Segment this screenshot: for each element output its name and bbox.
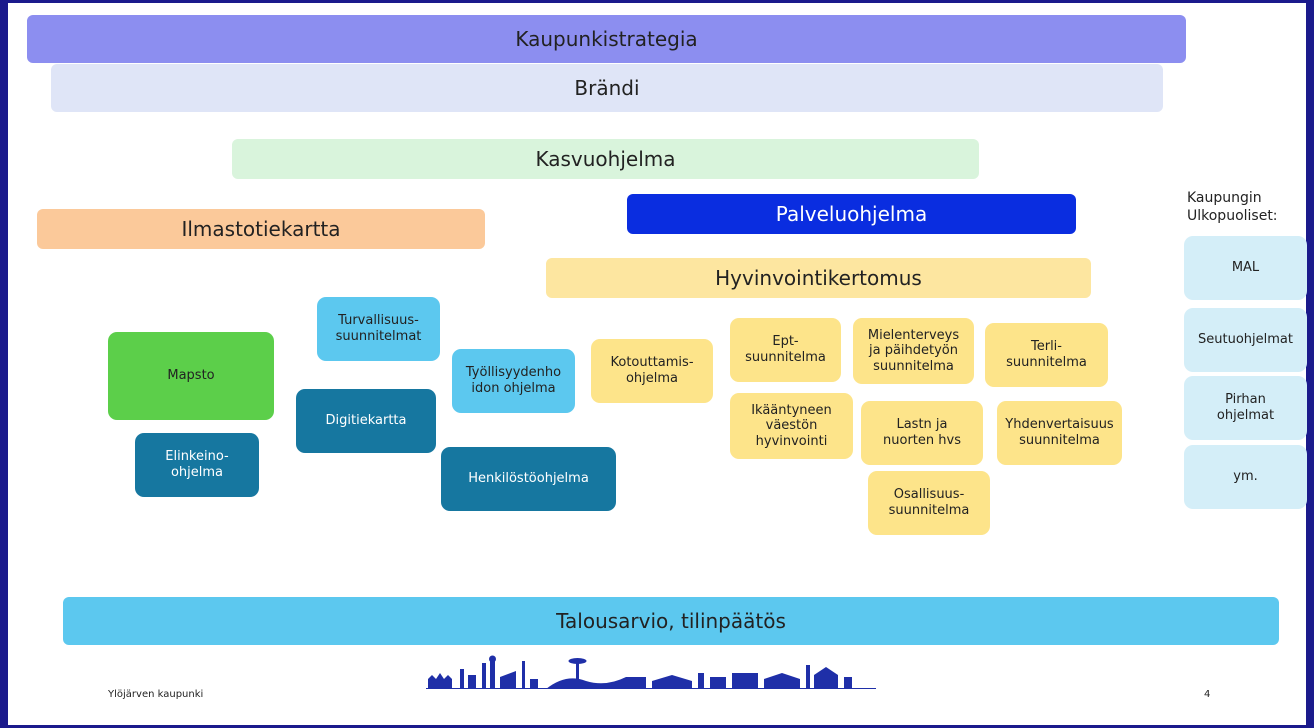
elinkeino-box: Elinkeino- ohjelma <box>135 433 259 497</box>
digitiekartta-box: Digitiekartta <box>296 389 436 453</box>
hyvinvointikertomus-banner: Hyvinvointikertomus <box>546 258 1091 298</box>
brandi-banner: Brändi <box>51 64 1163 112</box>
tyollisyys-box: Työllisyydenho idon ohjelma <box>452 349 575 413</box>
talousarvio-banner: Talousarvio, tilinpäätös <box>63 597 1279 645</box>
talousarvio-label: Talousarvio, tilinpäätös <box>556 609 786 633</box>
turvallisuus-label: Turvallisuus- suunnitelmat <box>335 313 422 344</box>
kaupunkistrategia-banner: Kaupunkistrategia <box>27 15 1186 63</box>
lastn-label: Lastn ja nuorten hvs <box>883 417 961 448</box>
external-heading: Kaupungin Ulkopuoliset: <box>1187 190 1278 225</box>
external-item-label: ym. <box>1233 469 1258 485</box>
osallisuus-label: Osallisuus- suunnitelma <box>888 487 970 518</box>
external-item-label: Seutuohjelmat <box>1198 332 1293 348</box>
henkilosto-box: Henkilöstöohjelma <box>441 447 616 511</box>
yhdenvertaisuus-label: Yhdenvertaisuus suunnitelma <box>1005 417 1114 448</box>
elinkeino-label: Elinkeino- ohjelma <box>165 449 229 480</box>
hyvinvointikertomus-label: Hyvinvointikertomus <box>715 266 922 290</box>
lastn-box: Lastn ja nuorten hvs <box>861 401 983 465</box>
kaupunkistrategia-label: Kaupunkistrategia <box>515 27 698 51</box>
slide: Kaupunkistrategia Brändi Kasvuohjelma Il… <box>8 3 1307 725</box>
external-item-ym: ym. <box>1184 445 1307 509</box>
terli-label: Terli- suunnitelma <box>1006 339 1087 370</box>
external-item-label: MAL <box>1231 260 1260 276</box>
palveluohjelma-banner: Palveluohjelma <box>627 194 1076 234</box>
mapsto-box: Mapsto <box>108 332 274 420</box>
turvallisuus-box: Turvallisuus- suunnitelmat <box>317 297 440 361</box>
city-skyline-illustration <box>426 655 876 689</box>
yhdenvertaisuus-box: Yhdenvertaisuus suunnitelma <box>997 401 1122 465</box>
mielenterveys-label: Mielenterveys ja päihdetyön suunnitelma <box>867 327 960 374</box>
kasvuohjelma-label: Kasvuohjelma <box>535 147 676 171</box>
kotouttamis-label: Kotouttamis- ohjelma <box>610 355 694 386</box>
external-item-mal: MAL <box>1184 236 1307 300</box>
external-item-pirhan: Pirhan ohjelmat <box>1184 376 1307 440</box>
ept-box: Ept- suunnitelma <box>730 318 841 382</box>
digitiekartta-label: Digitiekartta <box>325 413 407 429</box>
page-number: 4 <box>1204 689 1211 700</box>
tyollisyys-label: Työllisyydenho idon ohjelma <box>465 365 562 396</box>
kotouttamis-box: Kotouttamis- ohjelma <box>591 339 713 403</box>
ilmastotiekartta-banner: Ilmastotiekartta <box>37 209 485 249</box>
henkilosto-label: Henkilöstöohjelma <box>468 471 589 487</box>
terli-box: Terli- suunnitelma <box>985 323 1108 387</box>
external-item-label: Pirhan ohjelmat <box>1216 392 1275 423</box>
ikaantyneen-box: Ikääntyneen väestön hyvinvointi <box>730 393 853 459</box>
ept-label: Ept- suunnitelma <box>745 334 826 365</box>
mielenterveys-box: Mielenterveys ja päihdetyön suunnitelma <box>853 318 974 384</box>
footer-city-name: Ylöjärven kaupunki <box>108 689 204 700</box>
palveluohjelma-label: Palveluohjelma <box>775 202 928 226</box>
mapsto-label: Mapsto <box>167 368 215 384</box>
osallisuus-box: Osallisuus- suunnitelma <box>868 471 990 535</box>
external-item-seutuohjelmat: Seutuohjelmat <box>1184 308 1307 372</box>
brandi-label: Brändi <box>574 76 640 100</box>
kasvuohjelma-banner: Kasvuohjelma <box>232 139 979 179</box>
ikaantyneen-label: Ikääntyneen väestön hyvinvointi <box>751 402 832 449</box>
ilmastotiekartta-label: Ilmastotiekartta <box>181 217 341 241</box>
